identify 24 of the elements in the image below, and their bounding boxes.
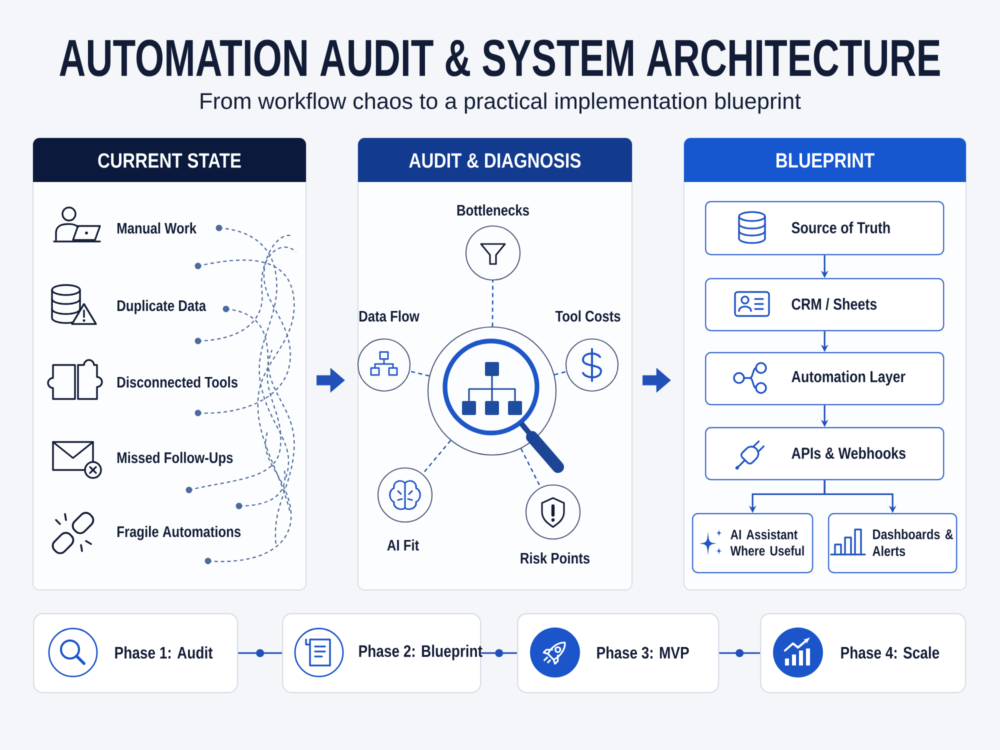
issue-label: Fragile Automations xyxy=(117,526,241,540)
issue-label: Duplicate Data xyxy=(117,300,206,314)
layer-box: Automation Layer xyxy=(705,352,944,406)
issue-label: Manual Work xyxy=(117,222,197,234)
magnifier-circle xyxy=(427,326,557,456)
panel-header: CURRENT STATE xyxy=(33,138,306,182)
issue-label: Missed Follow-Ups xyxy=(117,452,233,466)
layer-box: Source of Truth xyxy=(705,201,944,256)
phase-card: Phase 1: Audit xyxy=(33,613,238,694)
panel-header: AUDIT & DIAGNOSIS xyxy=(358,138,632,182)
issue-label: Disconnected Tools xyxy=(117,376,238,388)
phase-card: Phase 2: Blueprint xyxy=(282,613,482,694)
panel-header: BLUEPRINT xyxy=(684,138,966,182)
category-label: Tool Costs xyxy=(555,310,620,322)
subtitle: From workflow chaos to a practical implementation blueprint xyxy=(200,92,801,114)
category-label: Data Flow xyxy=(359,310,420,322)
layer-box: Dashboards & Alerts xyxy=(828,513,958,574)
layer-box: CRM / Sheets xyxy=(705,278,944,332)
category-label: Bottlenecks xyxy=(457,204,529,216)
category-label: AI Fit xyxy=(387,539,419,551)
layer-box: APIs & Webhooks xyxy=(705,427,944,480)
title: AUTOMATION AUDIT & SYSTEM ARCHITECTURE xyxy=(60,40,940,76)
category-label: Risk Points xyxy=(520,552,590,564)
layer-box: AI Assistant Where Useful xyxy=(692,513,814,574)
